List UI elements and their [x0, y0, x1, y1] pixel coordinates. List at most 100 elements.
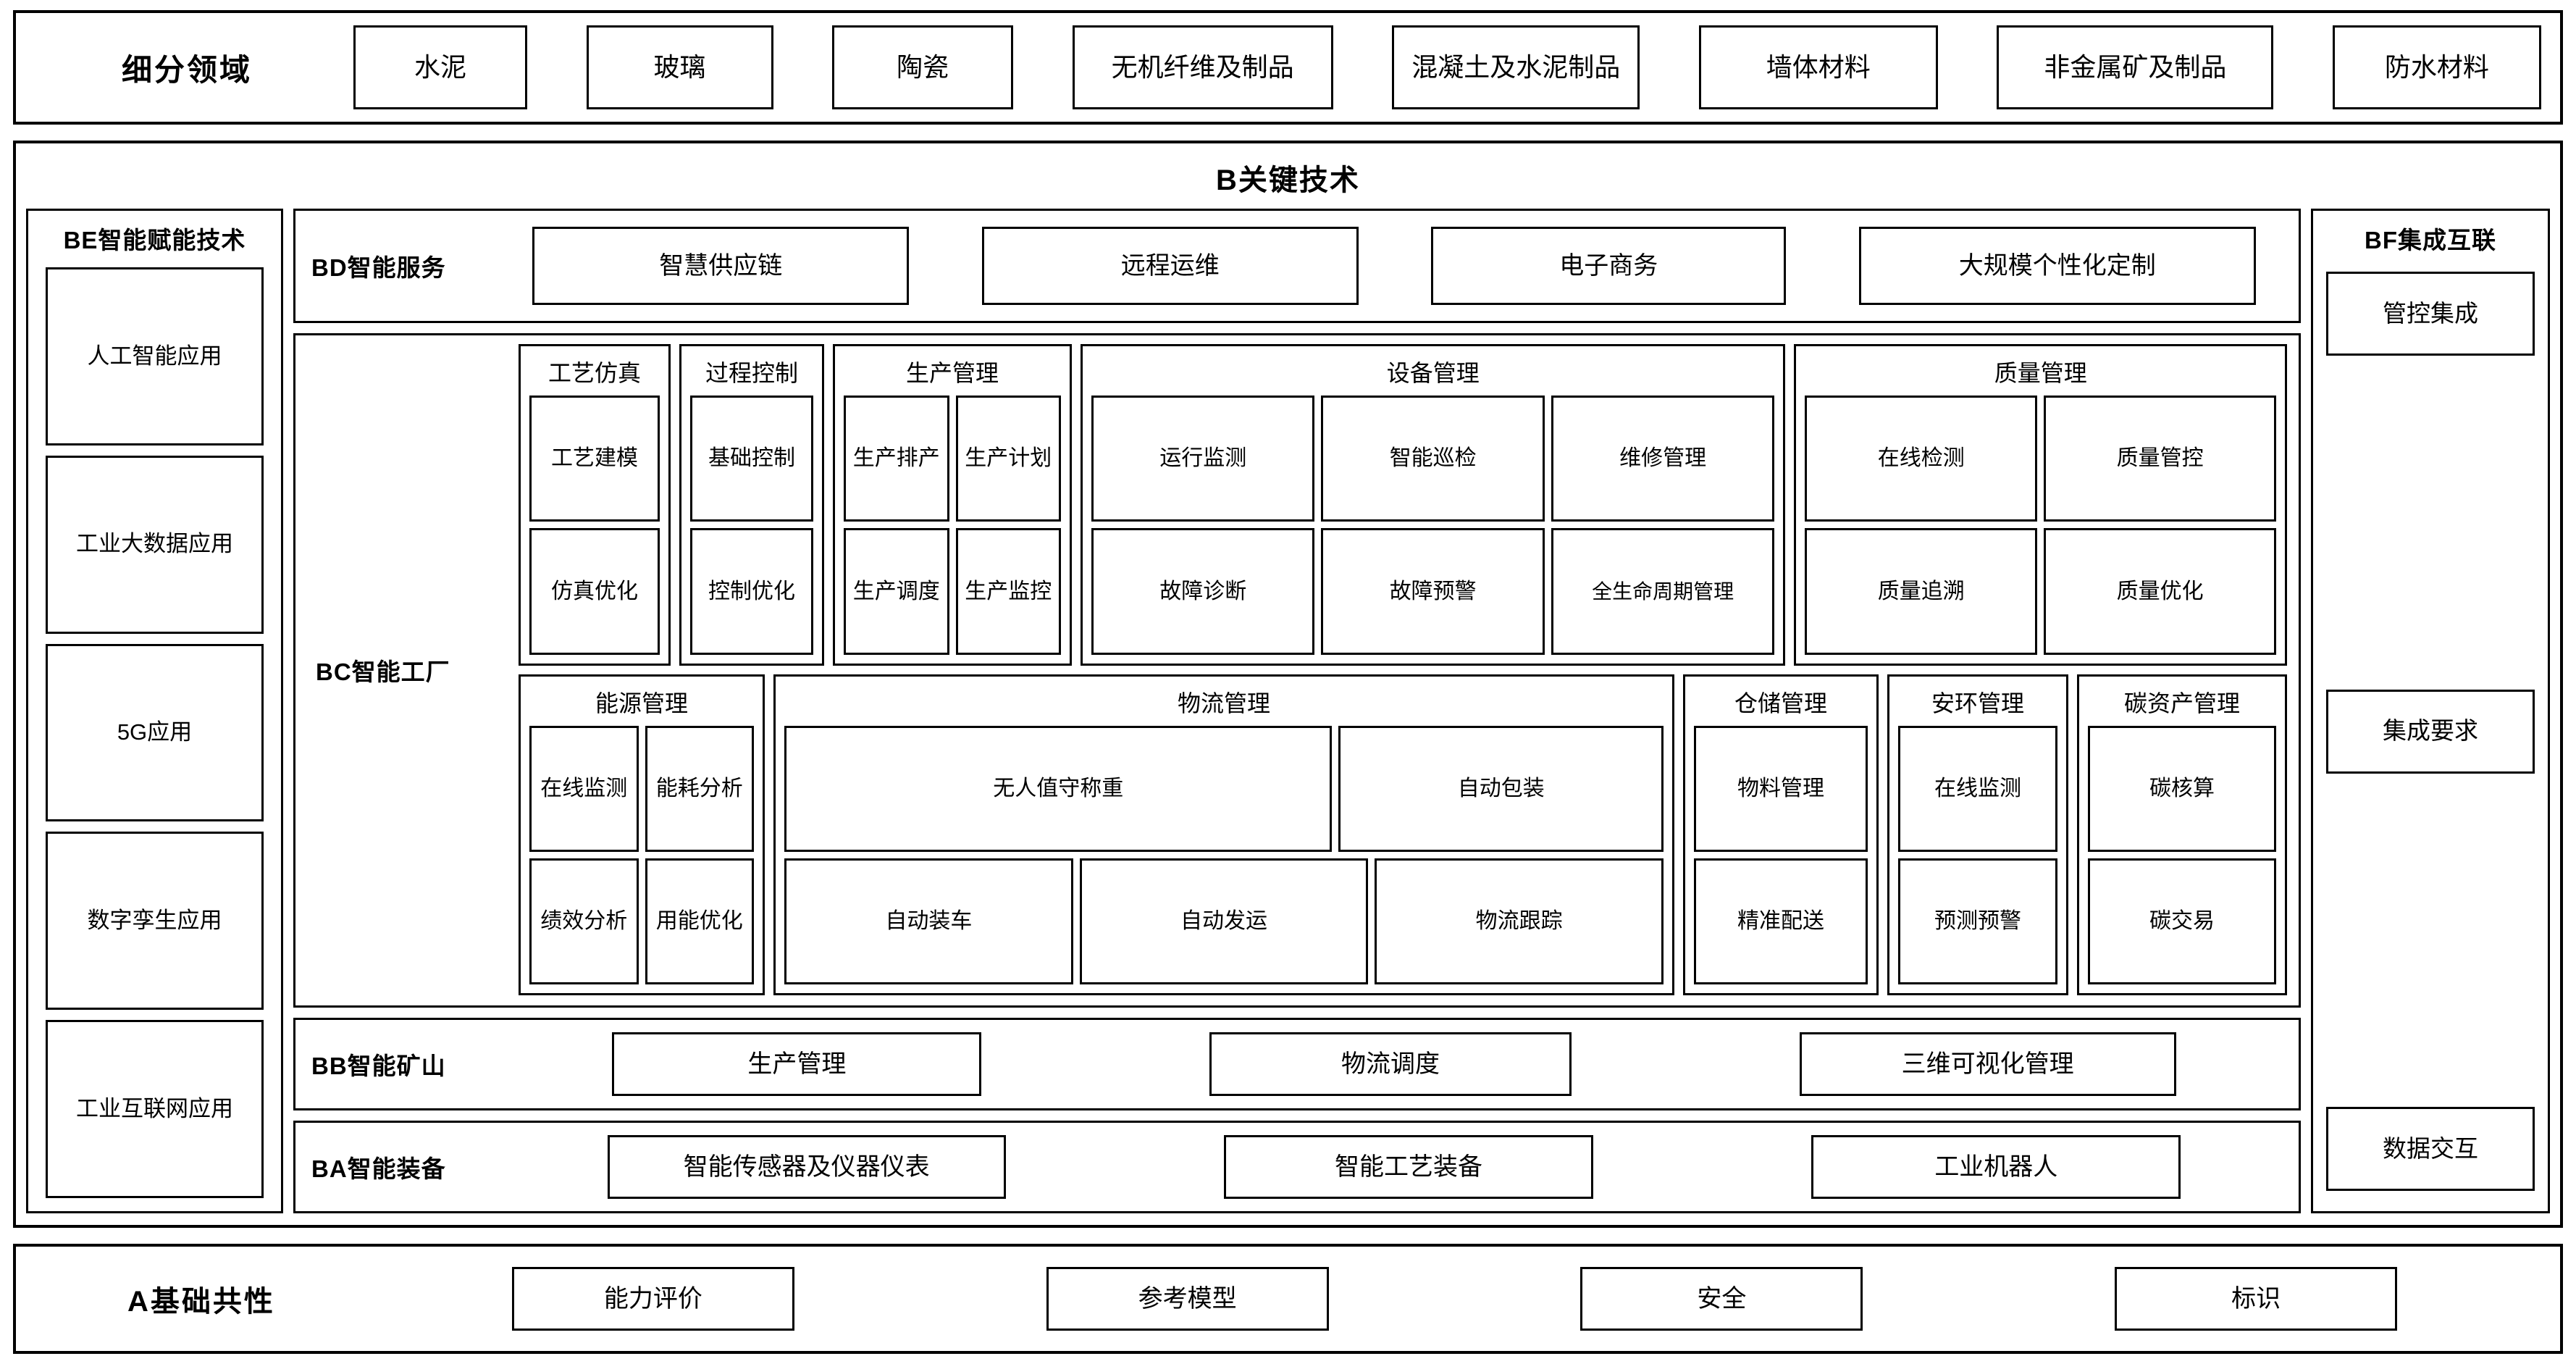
integration-column: BF集成互联 管控集成 集成要求 数据交互 [2311, 209, 2550, 1213]
cell-auto-shipping[interactable]: 自动发运 [1079, 858, 1369, 984]
foundation-item-safety[interactable]: 安全 [1580, 1267, 1863, 1331]
enabling-technology-column: BE智能赋能技术 人工智能应用 工业大数据应用 5G应用 数字孪生应用 工业互联… [26, 209, 283, 1213]
segment-domain-section: 细分领域 水泥 玻璃 陶瓷 无机纤维及制品 混凝土及水泥制品 墙体材料 非金属矿… [13, 10, 2563, 125]
integration-item-integration-requirements[interactable]: 集成要求 [2326, 689, 2535, 774]
cell-energy-consumption-analysis[interactable]: 能耗分析 [645, 725, 754, 852]
service-item-remote-ops[interactable]: 远程运维 [981, 227, 1359, 305]
module-safety-environment-management: 安环管理 在线监测 预测预警 [1887, 674, 2068, 995]
cell-performance-analysis[interactable]: 绩效分析 [529, 858, 639, 984]
module-cells-logistics-management: 无人值守称重 自动包装 自动装车 自动发运 物流跟踪 [784, 725, 1664, 984]
key-technology-center-stack: BD智能服务 智慧供应链 远程运维 电子商务 大规模个性化定制 BC智能工厂 [293, 209, 2301, 1213]
cell-basic-control[interactable]: 基础控制 [690, 396, 813, 522]
integration-item-data-exchange[interactable]: 数据交互 [2326, 1107, 2535, 1191]
cell-carbon-trading[interactable]: 碳交易 [2088, 858, 2276, 984]
mine-item-3d-visual-management[interactable]: 三维可视化管理 [1799, 1032, 2176, 1096]
cell-lifecycle-management[interactable]: 全生命周期管理 [1551, 528, 1775, 655]
smart-factory-row: BC智能工厂 工艺仿真 工艺建模 仿真优化 [293, 333, 2301, 1008]
foundation-item-identification[interactable]: 标识 [2115, 1267, 2398, 1331]
cell-simulation-optimize[interactable]: 仿真优化 [529, 528, 660, 655]
cell-operation-monitoring[interactable]: 运行监测 [1091, 396, 1315, 522]
cell-carbon-accounting[interactable]: 碳核算 [2088, 725, 2276, 852]
cell-energy-online-monitoring[interactable]: 在线监测 [529, 725, 639, 852]
module-equipment-management: 设备管理 运行监测 智能巡检 维修管理 故障诊断 故障预警 全生命周期管理 [1081, 344, 1786, 666]
foundation-title: A基础共性 [127, 1286, 275, 1318]
module-production-management: 生产管理 生产排产 生产计划 生产调度 生产监控 [833, 344, 1072, 666]
module-logistics-management: 物流管理 无人值守称重 自动包装 自动装车 自动发运 [773, 674, 1674, 995]
equipment-item-industrial-robot[interactable]: 工业机器人 [1811, 1135, 2181, 1199]
cell-fault-warning[interactable]: 故障预警 [1321, 528, 1545, 655]
module-title-logistics-management: 物流管理 [1177, 690, 1270, 716]
segment-item-cement[interactable]: 水泥 [353, 25, 527, 109]
module-cells-production-management: 生产排产 生产计划 生产调度 生产监控 [844, 396, 1061, 655]
cell-auto-loading[interactable]: 自动装车 [784, 858, 1073, 984]
module-cells-safety-environment-management: 在线监测 预测预警 [1898, 725, 2057, 984]
module-title-energy-management: 能源管理 [595, 690, 688, 716]
module-cells-process-simulation: 工艺建模 仿真优化 [529, 396, 660, 655]
cell-auto-packaging[interactable]: 自动包装 [1338, 725, 1664, 852]
cell-maintenance-management[interactable]: 维修管理 [1551, 396, 1775, 522]
mine-item-production-management[interactable]: 生产管理 [612, 1032, 982, 1096]
enabling-item-5g[interactable]: 5G应用 [46, 643, 264, 822]
cell-smart-inspection[interactable]: 智能巡检 [1321, 396, 1545, 522]
enabling-item-digital-twin[interactable]: 数字孪生应用 [46, 832, 264, 1011]
segment-item-nonmetal-mineral[interactable]: 非金属矿及制品 [1997, 25, 2274, 109]
enabling-item-ai[interactable]: 人工智能应用 [46, 267, 264, 445]
service-item-ecommerce[interactable]: 电子商务 [1431, 227, 1787, 305]
module-cells-quality-management: 在线检测 质量管控 质量追溯 质量优化 [1805, 396, 2276, 655]
segment-item-concrete[interactable]: 混凝土及水泥制品 [1392, 25, 1640, 109]
enabling-item-industrial-internet[interactable]: 工业互联网应用 [46, 1020, 264, 1198]
smart-equipment-row: BA智能装备 智能传感器及仪器仪表 智能工艺装备 工业机器人 [293, 1121, 2301, 1213]
module-title-safety-environment-management: 安环管理 [1931, 690, 2024, 716]
module-process-control: 过程控制 基础控制 控制优化 [679, 344, 824, 666]
smart-service-items: 智慧供应链 远程运维 电子商务 大规模个性化定制 [505, 227, 2283, 305]
segment-item-inorganic-fiber[interactable]: 无机纤维及制品 [1072, 25, 1333, 109]
segment-domain-title: 细分领域 [121, 52, 252, 87]
cell-production-plan[interactable]: 生产计划 [955, 396, 1061, 522]
cell-safety-online-monitoring[interactable]: 在线监测 [1898, 725, 2057, 852]
cell-logistics-tracking[interactable]: 物流跟踪 [1375, 858, 1664, 984]
segment-item-wall-material[interactable]: 墙体材料 [1698, 25, 1938, 109]
cell-quality-traceability[interactable]: 质量追溯 [1805, 528, 2038, 655]
equipment-item-smart-process-equipment[interactable]: 智能工艺装备 [1223, 1135, 1593, 1199]
cell-unattended-weighing[interactable]: 无人值守称重 [784, 725, 1333, 852]
segment-item-ceramics[interactable]: 陶瓷 [832, 25, 1014, 109]
cell-energy-use-optimize[interactable]: 用能优化 [645, 858, 754, 984]
module-quality-management: 质量管理 在线检测 质量管控 质量追溯 质量优化 [1794, 344, 2287, 666]
module-title-process-simulation: 工艺仿真 [547, 360, 641, 386]
cell-quality-control[interactable]: 质量管控 [2044, 396, 2276, 522]
smart-mine-label: BB智能矿山 [311, 1053, 446, 1079]
module-carbon-asset-management: 碳资产管理 碳核算 碳交易 [2077, 674, 2287, 995]
smart-factory-label-wrap: BC智能工厂 [307, 344, 519, 995]
cell-production-scheduling-plan[interactable]: 生产排产 [844, 396, 949, 522]
integration-title: BF集成互联 [2365, 227, 2496, 254]
module-title-carbon-asset-management: 碳资产管理 [2123, 690, 2240, 716]
module-cells-process-control: 基础控制 控制优化 [690, 396, 813, 655]
integration-item-control-integration[interactable]: 管控集成 [2326, 272, 2535, 356]
service-item-smart-supply-chain[interactable]: 智慧供应链 [532, 227, 910, 305]
foundation-item-capability-evaluation[interactable]: 能力评价 [511, 1267, 794, 1331]
foundation-items: 能力评价 参考模型 安全 标识 [368, 1267, 2541, 1331]
segment-item-glass[interactable]: 玻璃 [586, 25, 773, 109]
mine-item-logistics-dispatch[interactable]: 物流调度 [1209, 1032, 1572, 1096]
foundation-item-reference-model[interactable]: 参考模型 [1046, 1267, 1329, 1331]
cell-precise-delivery[interactable]: 精准配送 [1694, 858, 1868, 984]
module-warehouse-management: 仓储管理 物料管理 精准配送 [1683, 674, 1879, 995]
cell-quality-optimize[interactable]: 质量优化 [2044, 528, 2276, 655]
cell-process-modeling[interactable]: 工艺建模 [529, 396, 660, 522]
enabling-item-big-data[interactable]: 工业大数据应用 [46, 455, 264, 634]
module-title-production-management: 生产管理 [905, 360, 999, 386]
cell-fault-diagnosis[interactable]: 故障诊断 [1091, 528, 1315, 655]
smart-mine-row: BB智能矿山 生产管理 物流调度 三维可视化管理 [293, 1018, 2301, 1110]
cell-production-monitoring[interactable]: 生产监控 [955, 528, 1061, 655]
service-item-mass-customization[interactable]: 大规模个性化定制 [1858, 227, 2256, 305]
cell-prediction-warning[interactable]: 预测预警 [1898, 858, 2057, 984]
segment-item-waterproof[interactable]: 防水材料 [2332, 25, 2541, 109]
cell-online-inspection[interactable]: 在线检测 [1805, 396, 2038, 522]
smart-service-row: BD智能服务 智慧供应链 远程运维 电子商务 大规模个性化定制 [293, 209, 2301, 323]
cell-material-management[interactable]: 物料管理 [1694, 725, 1868, 852]
cell-production-dispatch[interactable]: 生产调度 [844, 528, 949, 655]
equipment-item-smart-sensors[interactable]: 智能传感器及仪器仪表 [607, 1135, 1006, 1199]
key-technology-section: B关键技术 BE智能赋能技术 人工智能应用 工业大数据应用 5G应用 数字孪生应… [13, 141, 2563, 1228]
cell-control-optimize[interactable]: 控制优化 [690, 528, 813, 655]
